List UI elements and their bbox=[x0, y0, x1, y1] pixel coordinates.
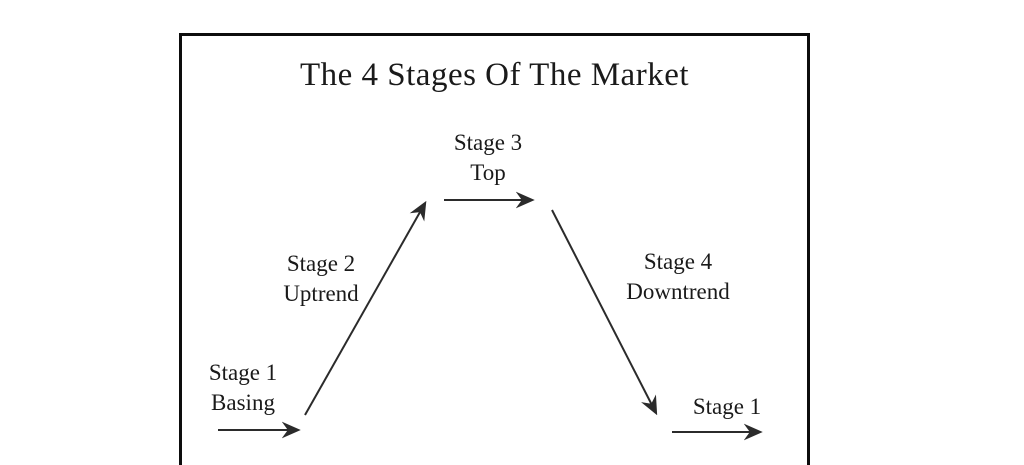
stage1-phase: Basing bbox=[211, 390, 275, 415]
label-stage3-top: Stage 3 Top bbox=[454, 128, 522, 188]
label-stage4-downtrend: Stage 4 Downtrend bbox=[626, 247, 729, 307]
label-stage1-cycle-repeat: Stage 1 bbox=[693, 392, 761, 422]
stage2-phase: Uptrend bbox=[283, 281, 359, 306]
stage1-repeat-name: Stage 1 bbox=[692, 394, 762, 419]
label-stage2-uptrend: Stage 2 Uptrend bbox=[283, 249, 358, 309]
stage1-name: Stage 1 bbox=[208, 360, 278, 385]
stage4-name: Stage 4 bbox=[643, 249, 713, 274]
stage3-phase: Top bbox=[470, 160, 506, 185]
stage4-phase: Downtrend bbox=[626, 279, 730, 304]
stage3-name: Stage 3 bbox=[453, 130, 523, 155]
diagram-border-box bbox=[179, 33, 810, 465]
label-stage1-basing: Stage 1 Basing bbox=[209, 358, 277, 418]
stage2-name: Stage 2 bbox=[286, 251, 356, 276]
diagram-title: The 4 Stages Of The Market bbox=[299, 57, 690, 93]
